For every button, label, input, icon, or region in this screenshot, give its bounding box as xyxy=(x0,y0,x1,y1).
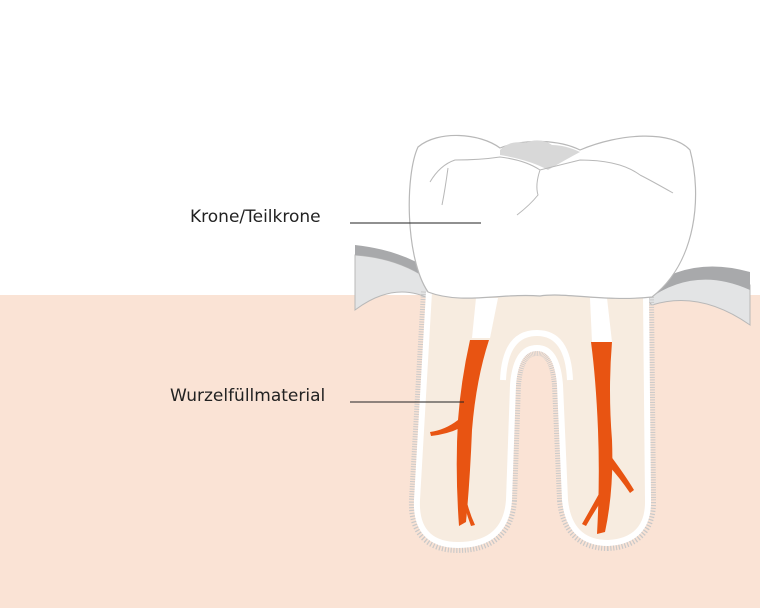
root-filling-label: Wurzelfüllmaterial xyxy=(170,386,326,406)
crown-label: Krone/Teilkrone xyxy=(190,207,321,227)
root-filling xyxy=(430,340,634,534)
crown xyxy=(408,134,697,300)
roots xyxy=(408,291,656,554)
